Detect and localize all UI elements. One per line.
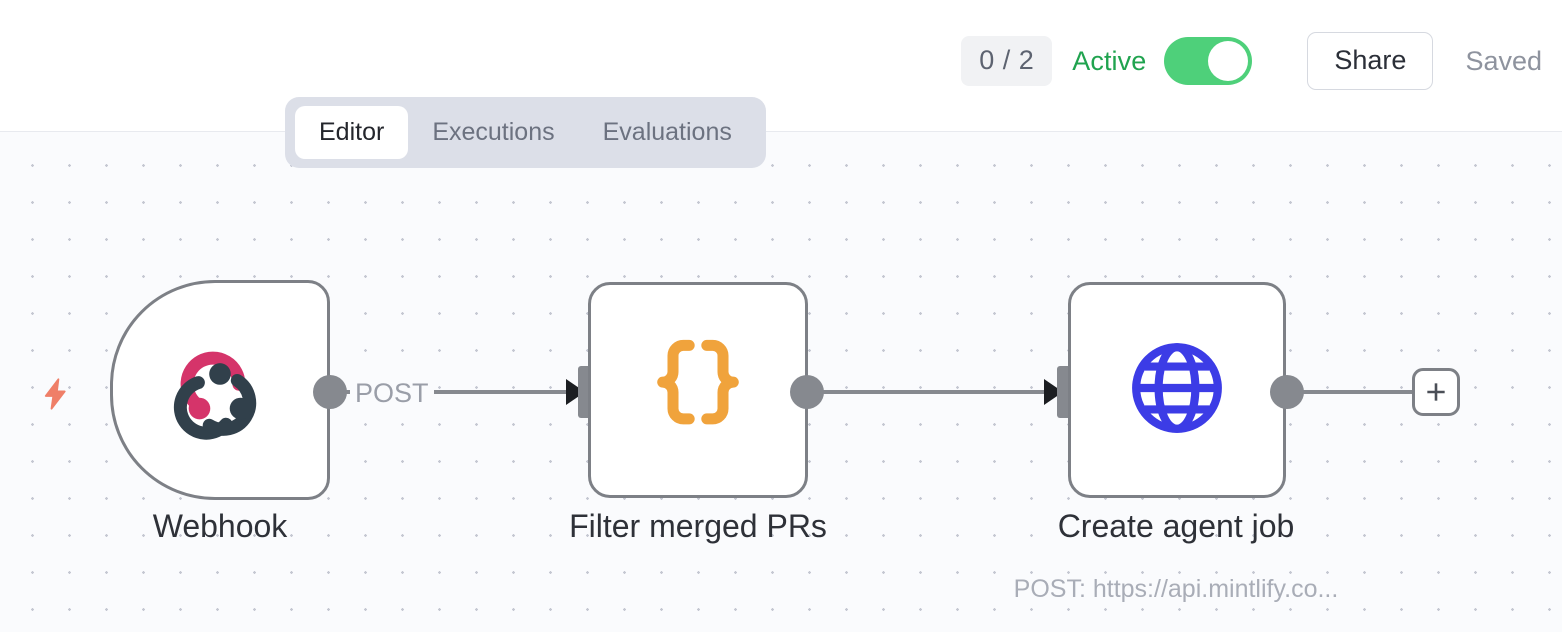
active-toggle[interactable] bbox=[1164, 37, 1253, 85]
tab-executions[interactable]: Executions bbox=[432, 118, 555, 146]
header-actions: 0 / 2 Active Share Saved bbox=[961, 0, 1542, 122]
node-filter-merged-prs-label: Filter merged PRs bbox=[569, 508, 827, 544]
node-webhook-output-handle[interactable] bbox=[313, 375, 347, 409]
app-header: 0 / 2 Active Share Saved bbox=[0, 0, 1562, 132]
add-node-button[interactable] bbox=[1412, 368, 1460, 416]
webhook-icon bbox=[166, 334, 274, 447]
tab-evaluations[interactable]: Evaluations bbox=[602, 118, 732, 146]
edge-label-post: POST bbox=[350, 377, 434, 410]
active-status-label: Active bbox=[1072, 45, 1147, 76]
node-filter-output-handle[interactable] bbox=[790, 375, 824, 409]
tab-editor[interactable]: Editor bbox=[295, 106, 409, 159]
node-create-agent-job-sublabel: POST: https://api.mintlify.co... bbox=[1013, 575, 1339, 603]
active-toggle-knob bbox=[1208, 41, 1249, 81]
node-create-agent-job-label: Create agent job bbox=[1057, 508, 1295, 544]
edge-webhook-to-filter[interactable] bbox=[344, 390, 579, 394]
run-count-badge: 0 / 2 bbox=[961, 36, 1053, 86]
view-tabs: Editor Executions Evaluations bbox=[285, 97, 766, 168]
globe-icon bbox=[1128, 339, 1226, 442]
trigger-bolt-icon[interactable] bbox=[38, 372, 74, 421]
node-create-agent-output-handle[interactable] bbox=[1270, 375, 1304, 409]
workflow-canvas[interactable]: Webhook POST Filter merged PRs bbox=[0, 132, 1562, 632]
node-webhook[interactable] bbox=[110, 280, 330, 500]
code-braces-icon bbox=[650, 338, 746, 443]
edge-create-to-add bbox=[1300, 390, 1412, 394]
node-create-agent-job[interactable] bbox=[1068, 282, 1286, 498]
node-filter-merged-prs[interactable] bbox=[588, 282, 808, 498]
node-webhook-label: Webhook bbox=[152, 508, 288, 544]
share-button[interactable]: Share bbox=[1307, 32, 1434, 90]
edge-filter-to-create[interactable] bbox=[820, 390, 1056, 394]
saved-status-label: Saved bbox=[1465, 45, 1542, 76]
